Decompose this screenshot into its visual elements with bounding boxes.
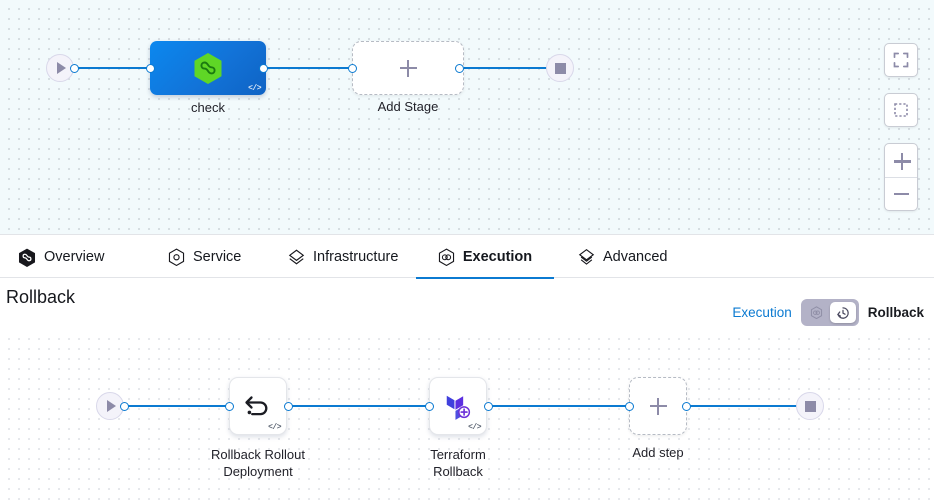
toggle-label-execution[interactable]: Execution [732, 305, 792, 320]
step-label-line1: Terraform [430, 447, 486, 462]
code-badge: </> [248, 84, 261, 93]
undo-arrow-icon [245, 396, 268, 416]
connector-step1-to-step2 [288, 405, 430, 407]
connector-dot [259, 63, 268, 73]
add-stage-label: Add Stage [377, 99, 439, 114]
minus-icon [893, 192, 909, 196]
tab-execution[interactable]: Execution [416, 235, 554, 280]
start-node[interactable] [46, 54, 74, 82]
end-node[interactable] [796, 392, 824, 420]
stage-canvas[interactable]: </> check Add Stage [0, 0, 934, 234]
tab-label: Service [193, 249, 242, 265]
end-node[interactable] [546, 54, 574, 82]
toggle-option-rollback[interactable] [829, 302, 856, 323]
execution-rollback-toggle[interactable] [800, 299, 859, 326]
stage-node-check[interactable]: </> [150, 41, 266, 95]
zoom-in-button[interactable] [885, 144, 917, 177]
step-label: Rollback Rollout Deployment [180, 446, 336, 480]
execution-icon [438, 248, 454, 266]
connector-dot [625, 401, 634, 411]
fullscreen-icon [893, 52, 909, 68]
add-step-button[interactable] [629, 377, 687, 435]
tab-service[interactable]: Service [168, 235, 241, 279]
step-label-line1: Rollback Rollout [211, 447, 305, 462]
connector-addstage-to-end [459, 67, 559, 69]
connector-dot [146, 63, 155, 73]
step-label-line2: Deployment [223, 464, 293, 479]
connector-dot [682, 401, 691, 411]
plus-icon [649, 397, 667, 415]
marquee-select-button[interactable] [884, 93, 918, 127]
connector-dot [425, 401, 434, 411]
step-node-rollback-rollout-deployment[interactable]: </> [229, 377, 287, 435]
code-badge: </> [468, 423, 481, 432]
tab-label: Infrastructure [313, 249, 399, 265]
play-icon [107, 400, 116, 412]
connector-dot [348, 63, 357, 73]
rollback-canvas[interactable]: </> Rollback Rollout Deployment </> Terr… [0, 330, 934, 500]
stop-icon [554, 62, 566, 74]
infrastructure-layers-icon [288, 249, 305, 265]
pipeline-tab-bar[interactable]: Overview Service Infrastructure Executio… [0, 234, 934, 280]
tab-label: Advanced [603, 249, 668, 265]
connector-check-to-addstage [263, 67, 361, 69]
advanced-layers-icon [578, 248, 595, 265]
step-label-line2: Rollback [433, 464, 483, 479]
toggle-label-rollback[interactable]: Rollback [867, 305, 924, 320]
code-badge: </> [268, 423, 281, 432]
execution-rollback-toggle-row[interactable]: Execution Rollback [732, 299, 924, 326]
add-step-label: Add step [632, 445, 684, 460]
step-label: Terraform Rollback [389, 446, 527, 480]
connector-dot [120, 401, 129, 411]
stop-icon [804, 400, 816, 412]
zoom-out-button[interactable] [885, 177, 917, 210]
connector-start-to-step1 [124, 405, 230, 407]
connector-addstep-to-end [686, 405, 803, 407]
terraform-icon [446, 395, 471, 420]
toggle-option-execution[interactable] [804, 302, 830, 323]
tab-label: Overview [44, 249, 105, 265]
connector-dot [284, 401, 293, 411]
plus-icon [399, 59, 417, 77]
tab-advanced[interactable]: Advanced [578, 235, 668, 279]
play-icon [57, 62, 66, 74]
rollback-clock-icon [836, 306, 849, 319]
tab-infrastructure[interactable]: Infrastructure [288, 235, 398, 279]
add-stage-button[interactable] [352, 41, 464, 95]
connector-dot [455, 63, 464, 73]
service-hexagon-icon [168, 248, 185, 266]
harness-hexagon-icon [194, 53, 222, 84]
connector-dot [225, 401, 234, 411]
connector-start-to-check [74, 67, 158, 69]
connector-dot [70, 63, 79, 73]
rollback-header: Rollback Execution [0, 279, 934, 330]
execution-icon [811, 306, 823, 319]
connector-step2-to-addstep [488, 405, 630, 407]
plus-icon [893, 153, 911, 170]
fullscreen-button[interactable] [884, 43, 918, 77]
connector-dot [484, 401, 493, 411]
step-node-terraform-rollback[interactable]: </> [429, 377, 487, 435]
harness-hexagon-icon [18, 248, 36, 267]
tab-overview[interactable]: Overview [18, 235, 104, 279]
marquee-select-icon [894, 103, 908, 117]
stage-label-check: check [191, 100, 225, 115]
page-title: Rollback [6, 287, 76, 307]
zoom-controls[interactable] [884, 143, 918, 211]
tab-label: Execution [462, 249, 533, 265]
